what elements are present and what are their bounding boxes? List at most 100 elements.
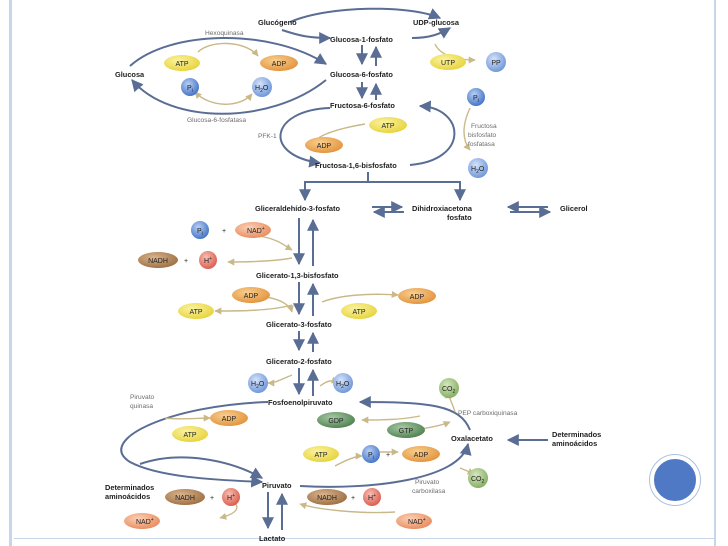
- slide-left-border: [0, 0, 12, 546]
- label-fbpasa-3: fosfatasa: [468, 141, 495, 148]
- svg-text:ATP: ATP: [183, 432, 196, 439]
- label-piruvato-quinasa-2: quinasa: [130, 403, 153, 410]
- label-lactato: Lactato: [259, 534, 286, 543]
- svg-text:ATP: ATP: [189, 309, 202, 316]
- label-piruvato-quinasa-1: Piruvato: [130, 394, 155, 401]
- label-fbpasa-2: bisfosfato: [468, 132, 497, 139]
- label-pfk1: PFK-1: [258, 133, 277, 140]
- cofactor-atp-pgk-left: ATP: [178, 303, 214, 319]
- svg-text:CO2: CO2: [471, 476, 485, 485]
- arrow-piruvato-to-oxalacetato: [299, 442, 472, 488]
- svg-text:ADP: ADP: [317, 143, 332, 150]
- cofactor-pi-glucosa6fosfatasa: Pi: [181, 78, 199, 96]
- plus-sign: +: [386, 452, 390, 459]
- arrow-pep-to-piruvato: [120, 401, 269, 488]
- svg-text:ADP: ADP: [222, 416, 237, 423]
- arrow-f16bp-to-dhap: [368, 181, 466, 202]
- slide-right-border: [714, 0, 716, 546]
- label-fbpasa-1: Fructosa: [471, 123, 497, 130]
- svg-text:UTP: UTP: [441, 60, 455, 67]
- svg-text:ATP: ATP: [314, 452, 327, 459]
- arrow-oxalacetato-to-pep: [358, 396, 471, 431]
- label-dihidroxiacetona: Dihidroxiacetona: [412, 204, 473, 213]
- cofactor-h2o-glucosa6fosfatasa: H2O: [252, 77, 272, 97]
- svg-text:H2O: H2O: [336, 381, 350, 390]
- label-glicerato-3-fosfato: Glicerato-3-fosfato: [266, 320, 332, 329]
- label-glucosa-6-fosfatasa: Glucosa-6-fosfatasa: [187, 117, 246, 124]
- label-glucogeno: Glucógeno: [258, 18, 297, 27]
- svg-text:Pi: Pi: [187, 85, 193, 94]
- cofactor-atp-carboxilasa: ATP: [303, 446, 339, 462]
- label-piruvato: Piruvato: [262, 481, 292, 490]
- cofactor-co2-pepck: CO2: [439, 378, 459, 398]
- svg-text:ATP: ATP: [175, 61, 188, 68]
- svg-text:H+: H+: [227, 493, 235, 502]
- svg-text:ADP: ADP: [244, 293, 259, 300]
- plus-sign: +: [351, 495, 355, 502]
- svg-text:NADH: NADH: [148, 258, 168, 265]
- cofactor-nad-ldh-left: NAD+: [124, 513, 160, 529]
- svg-text:NAD+: NAD+: [408, 517, 426, 526]
- enzyme-labels: Hexoquinasa Glucosa-6-fosfatasa PFK-1 Fr…: [130, 30, 518, 495]
- cofactor-atp-piruvato-quinasa: ATP: [172, 426, 208, 442]
- slide-bottom-border: [14, 538, 714, 539]
- cofactor-adp-carboxilasa: ADP: [402, 446, 440, 462]
- label-aminoacidos-right-2: aminoácidos: [552, 439, 597, 448]
- cofactor-nadh-ldh-left: NADH: [165, 489, 205, 505]
- cofactor-h2o-enolase-left: H2O: [248, 373, 268, 393]
- label-pep-carboxiquinasa: PEP carboxiquinasa: [458, 410, 518, 417]
- arrow-g6p-to-glucosa: [131, 79, 327, 115]
- label-udp-glucosa: UDP-glucosa: [413, 18, 460, 27]
- svg-text:H2O: H2O: [251, 381, 265, 390]
- cofactor-gdp: GDP: [317, 412, 355, 428]
- svg-text:H2O: H2O: [471, 166, 485, 175]
- svg-text:ATP: ATP: [381, 123, 394, 130]
- cofactor-utp: UTP: [430, 54, 466, 70]
- cofactor-nad-ldh-right: NAD+: [396, 513, 432, 529]
- label-gliceraldehido-3-fosfato: Gliceraldehído-3-fosfato: [255, 204, 340, 213]
- label-aminoacidos-left-1: Determinados: [105, 483, 154, 492]
- cofactor-h-ldh-right: H+: [363, 488, 381, 506]
- label-piruvato-carboxilasa-1: Piruvato: [415, 479, 440, 486]
- slide-decoration-dot: [650, 455, 700, 505]
- cofactor-adp-piruvato-quinasa: ADP: [210, 410, 248, 426]
- cofactor-pi-gapdh: Pi: [191, 221, 209, 239]
- svg-text:GDP: GDP: [328, 418, 344, 425]
- cofactor-gtp: GTP: [387, 422, 425, 438]
- cofactor-pi-carboxilasa: Pi: [362, 445, 380, 463]
- cofactor-nadh-gapdh: NADH: [138, 252, 178, 268]
- label-oxalacetato: Oxalacetato: [451, 434, 493, 443]
- cofactor-co2-carboxilasa: CO2: [468, 468, 488, 488]
- label-aminoacidos-left-2: aminoácidos: [105, 492, 150, 501]
- arrow-f16bp-to-f6p: [409, 100, 456, 166]
- cofactor-pi-fbpasa: Pi: [467, 88, 485, 106]
- cofactor-pp: PP: [486, 52, 506, 72]
- plus-sign: +: [184, 258, 188, 265]
- cofactor-adp-pgk-right: ADP: [398, 288, 436, 304]
- label-glucosa-6-fosfato: Glucosa-6-fosfato: [330, 70, 393, 79]
- arrow-g1p-to-udpglucosa: [411, 27, 452, 39]
- pathway-arrows: [120, 7, 552, 530]
- svg-text:ADP: ADP: [272, 61, 287, 68]
- cofactor-h-gapdh: H+: [199, 251, 217, 269]
- svg-text:H+: H+: [368, 493, 376, 502]
- arrow-aminoacidos-to-piruvato: [139, 456, 264, 479]
- arrow-glucosa-to-g6p: [129, 37, 328, 67]
- svg-text:CO2: CO2: [442, 386, 456, 395]
- svg-text:Pi: Pi: [368, 452, 374, 461]
- svg-text:PP: PP: [491, 60, 501, 67]
- label-glucosa-1-fosfato: Glucosa-1-fosfato: [330, 35, 393, 44]
- label-glicerato-2-fosfato: Glicerato-2-fosfato: [266, 357, 332, 366]
- cofactor-adp-hexoquinasa: ADP: [260, 55, 298, 71]
- svg-text:NAD+: NAD+: [247, 226, 265, 235]
- svg-text:NAD+: NAD+: [136, 517, 154, 526]
- svg-text:Pi: Pi: [197, 228, 203, 237]
- cofactor-nad-gapdh: NAD+: [235, 222, 271, 238]
- cofactor-h-ldh-left: H+: [222, 488, 240, 506]
- cofactor-h2o-enolase-right: H2O: [333, 373, 353, 393]
- cofactor-h2o-fbpasa: H2O: [468, 158, 488, 178]
- plus-sign: +: [210, 495, 214, 502]
- cofactor-atp-pfk1: ATP: [369, 117, 407, 133]
- svg-text:ADP: ADP: [410, 294, 425, 301]
- svg-text:ADP: ADP: [414, 452, 429, 459]
